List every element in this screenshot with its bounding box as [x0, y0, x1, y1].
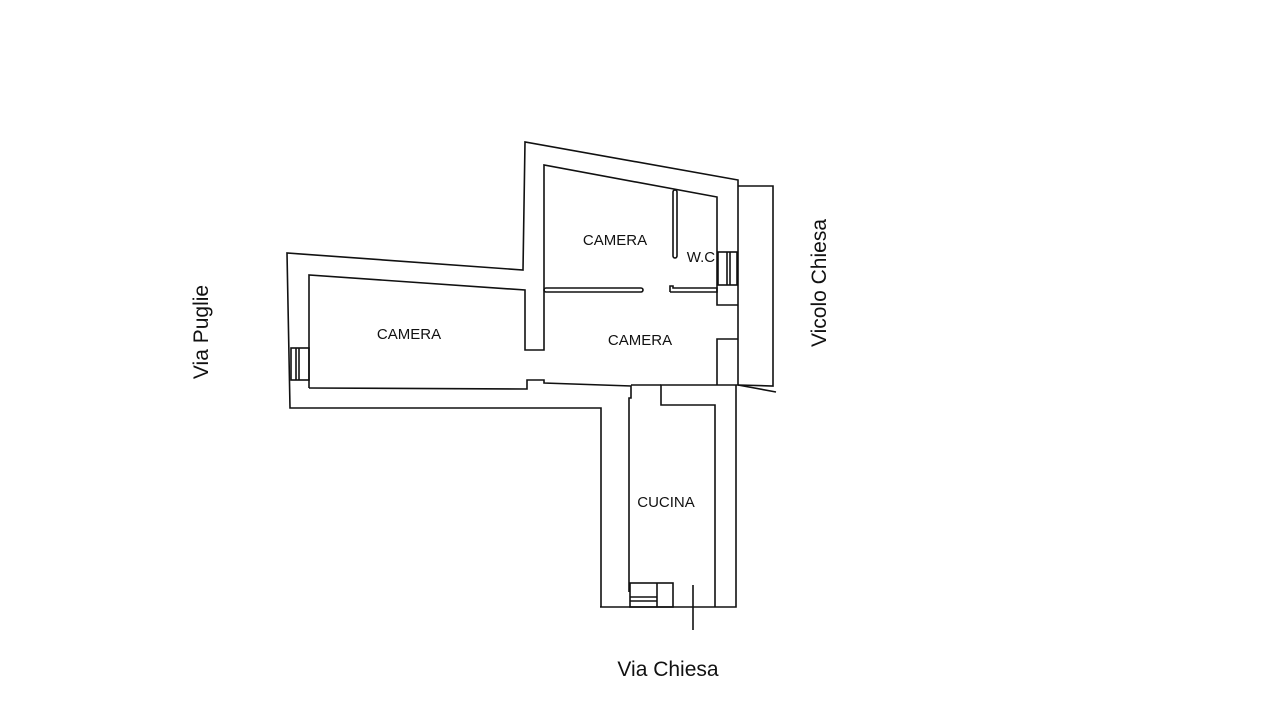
street-label-east: Vicolo Chiesa	[808, 219, 831, 347]
room-label-cucina: CUCINA	[637, 494, 695, 511]
street-label-west: Via Puglie	[190, 285, 213, 379]
room-label-camera-left: CAMERA	[377, 326, 441, 343]
room-label-camera-top: CAMERA	[583, 232, 647, 249]
window-west	[290, 347, 310, 381]
street-label-south: Via Chiesa	[617, 658, 718, 681]
window-wc	[717, 251, 738, 286]
partitions	[543, 189, 718, 293]
inner-walls	[308, 164, 738, 592]
room-label-camera-center: CAMERA	[608, 332, 672, 349]
room-label-wc: W.C.	[687, 249, 720, 266]
outer-walls	[286, 141, 777, 608]
window-cucina	[629, 582, 674, 608]
